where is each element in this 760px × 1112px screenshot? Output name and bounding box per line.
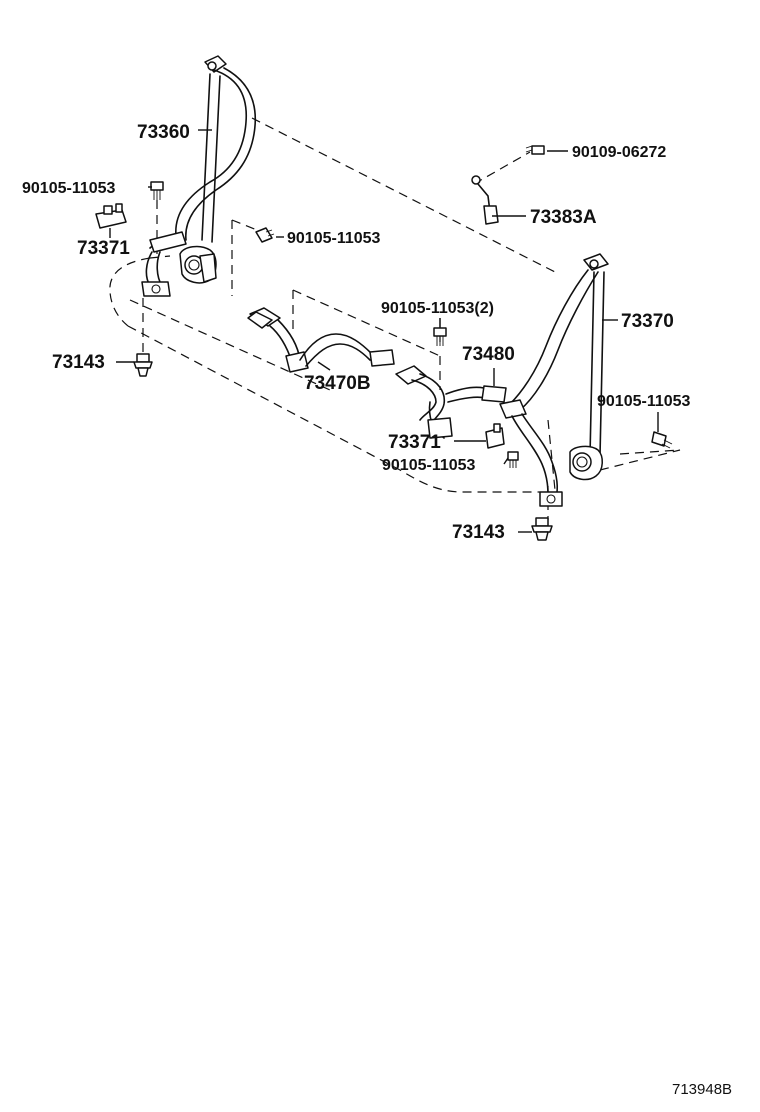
label-90109-06272[interactable]: 90109-06272 — [572, 144, 666, 161]
bolt-90105-middle — [255, 227, 275, 243]
clip-73371-center — [485, 423, 505, 449]
label-73383a[interactable]: 73383A — [530, 207, 597, 228]
label-90105-11053-middle[interactable]: 90105-11053 — [287, 230, 381, 247]
label-73360[interactable]: 73360 — [137, 122, 190, 143]
label-73371-center[interactable]: 73371 — [388, 432, 441, 453]
label-73143-bottom[interactable]: 73143 — [452, 522, 505, 543]
bolt-90105-right — [651, 431, 673, 449]
anchor-bolt-73143-left — [133, 353, 153, 377]
bolt-90105-topleft — [150, 181, 164, 200]
left-outer-belt-73360 — [141, 55, 257, 297]
label-73143-left[interactable]: 73143 — [52, 352, 105, 373]
label-73371-left[interactable]: 73371 — [77, 238, 130, 259]
anchor-bolt-73143-bottom — [531, 517, 553, 541]
label-73470b[interactable]: 73470B — [304, 373, 371, 394]
diagram-reference-code: 713948B — [672, 1081, 732, 1098]
label-90105-11053-topleft[interactable]: 90105-11053 — [22, 180, 116, 197]
label-73480[interactable]: 73480 — [462, 344, 515, 365]
right-outer-belt-73370 — [499, 253, 609, 507]
guide-73383a — [471, 175, 499, 225]
part-labels: 73360 90105-11053 73371 90105-11053 9010… — [22, 122, 691, 543]
center-belt-73480 — [395, 365, 507, 439]
label-90105-11053-qty2[interactable]: 90105-11053(2) — [381, 300, 494, 317]
label-90105-11053-center[interactable]: 90105-11053 — [382, 457, 476, 474]
bolt-90105-qty2 — [433, 327, 447, 346]
bolt-90105-center — [507, 451, 519, 468]
label-73370[interactable]: 73370 — [621, 311, 674, 332]
seat-cushion-outline — [109, 117, 681, 520]
leader-lines — [109, 129, 659, 533]
clip-73371-left — [95, 203, 127, 229]
label-90105-11053-right[interactable]: 90105-11053 — [597, 393, 691, 410]
center-belt-73470b — [247, 307, 395, 373]
bolt-90109-06272 — [525, 145, 545, 155]
